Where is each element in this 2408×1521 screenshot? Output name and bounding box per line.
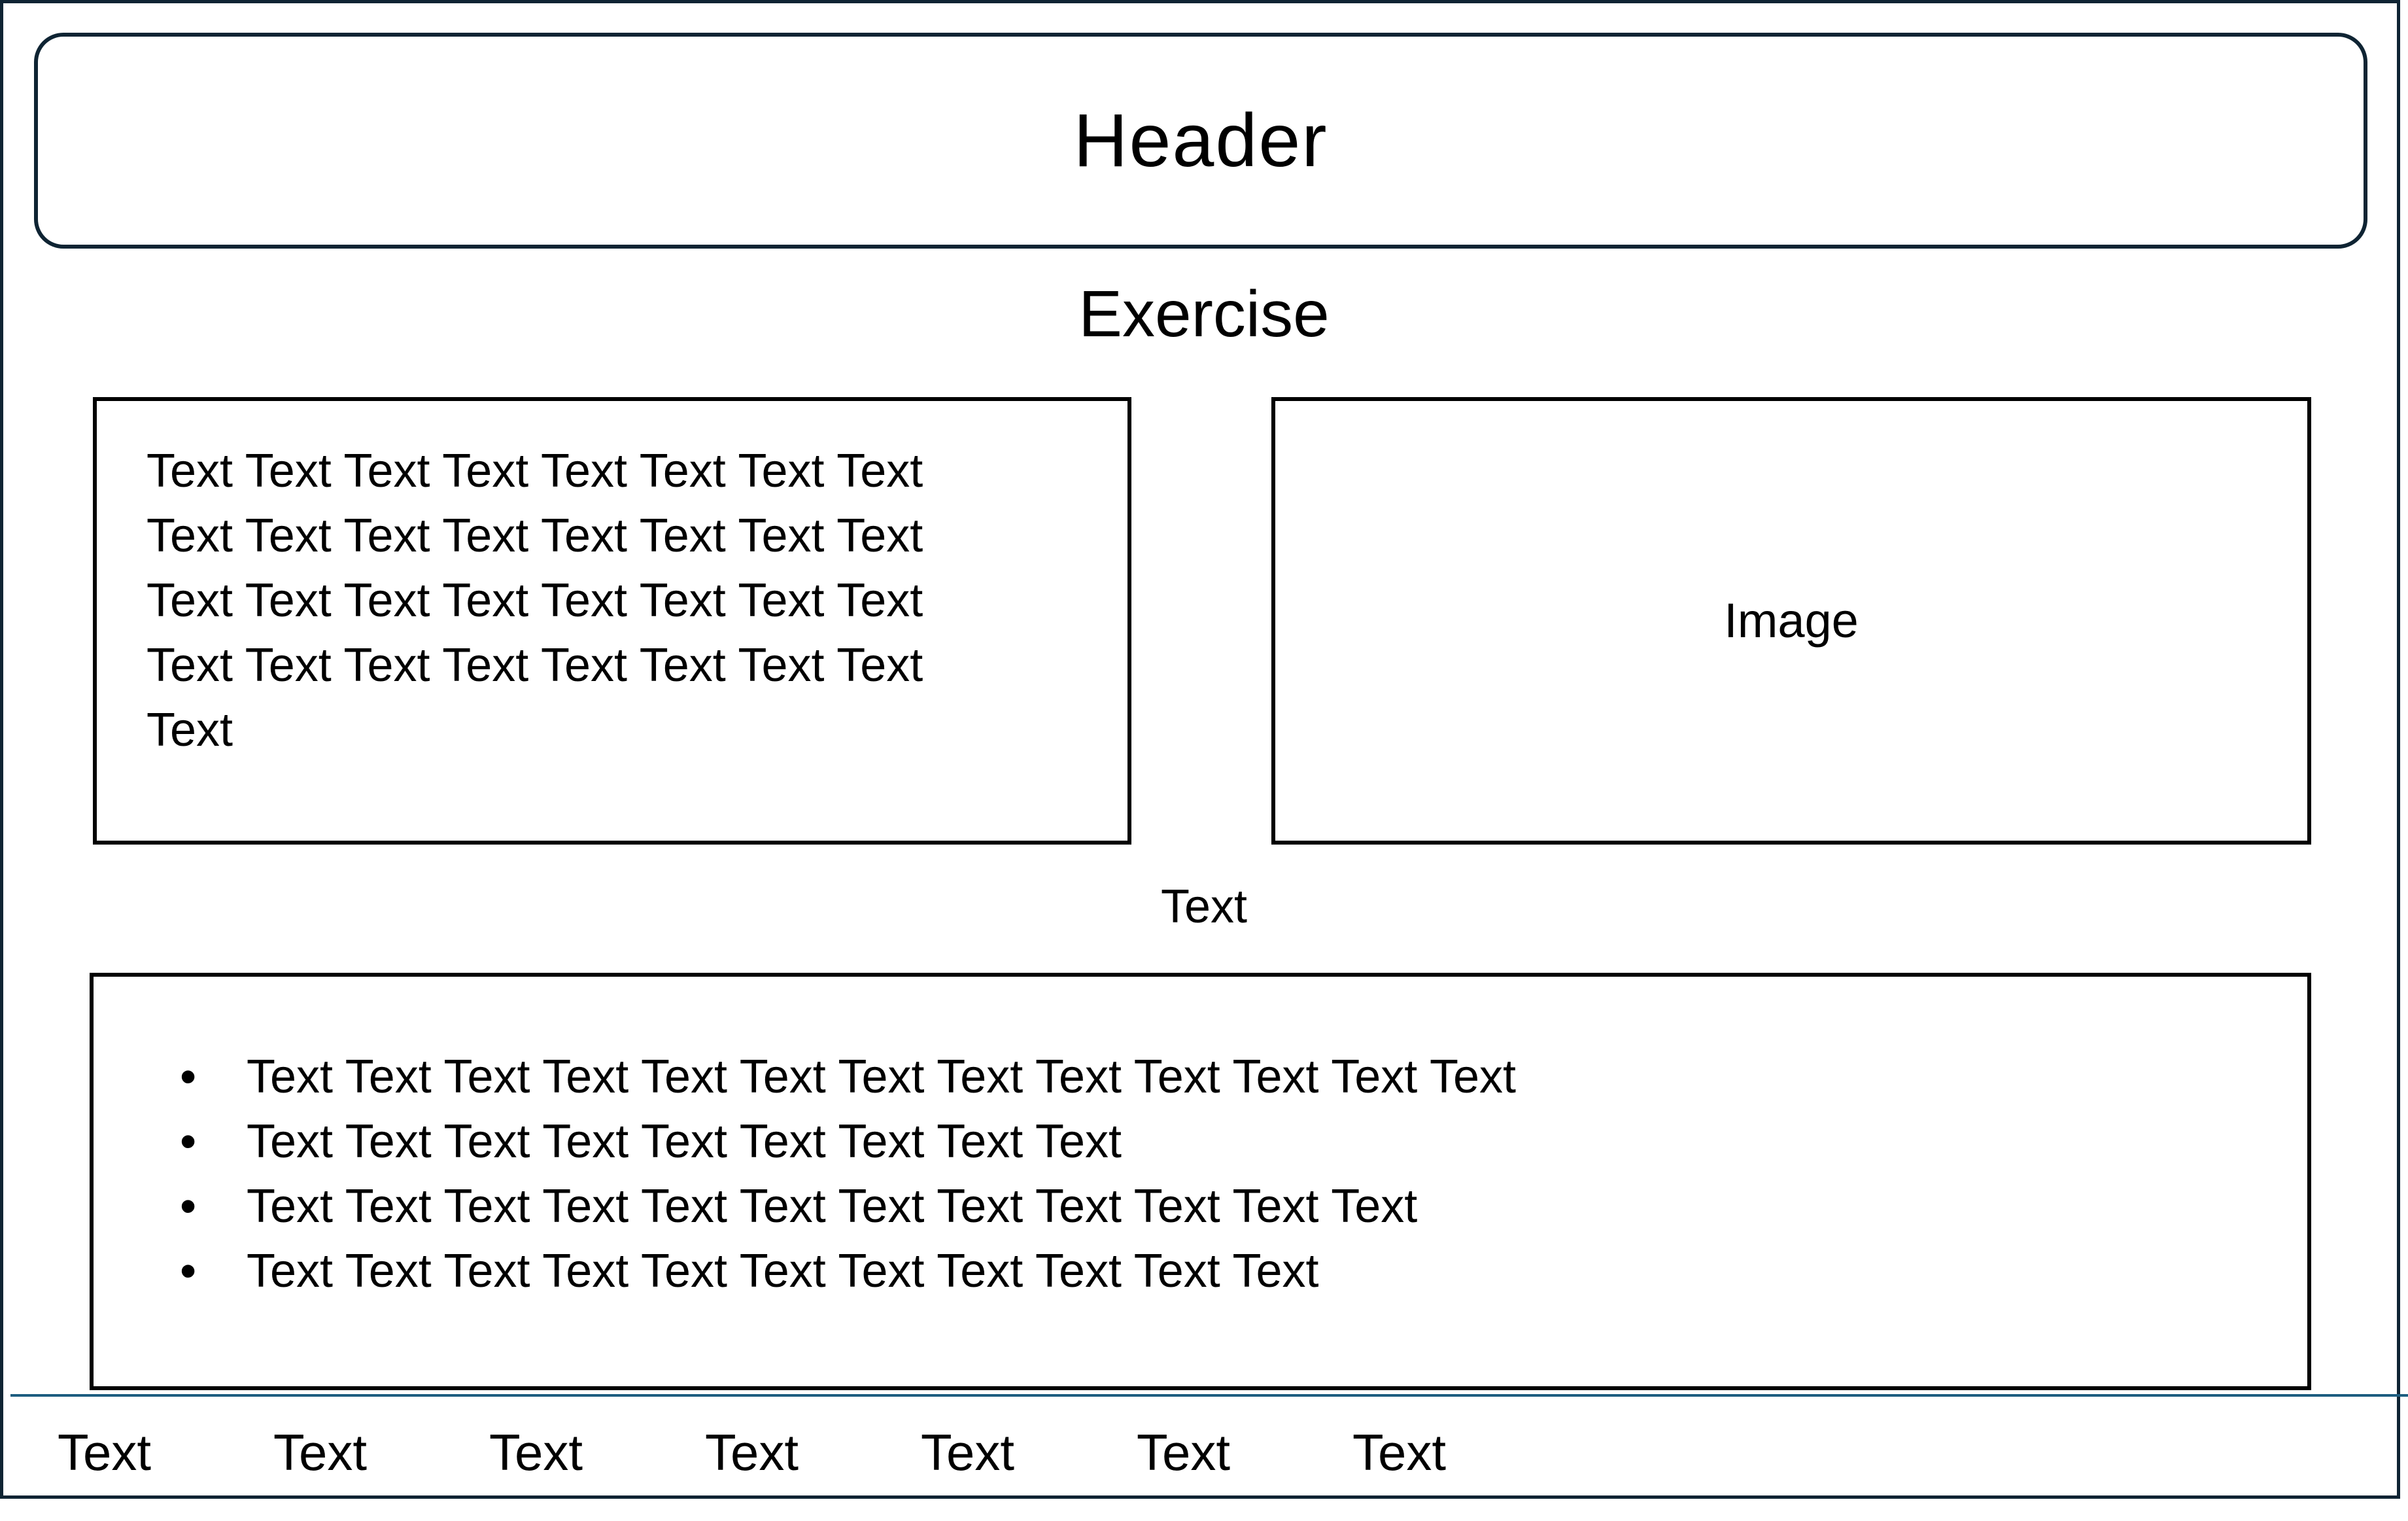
- exercise-title: Exercise: [1078, 277, 1330, 351]
- footer-divider: [10, 1394, 2408, 1397]
- image-label: Image: [1724, 593, 1859, 648]
- footer-nav-item[interactable]: Text: [921, 1424, 1015, 1481]
- bullet-icon: •: [180, 1245, 197, 1297]
- bullet-icon: •: [180, 1115, 197, 1168]
- text-panel-line: Text Text Text Text Text Text Text Text: [146, 639, 923, 691]
- list-item: • Text Text Text Text Text Text Text Text…: [94, 1174, 2281, 1239]
- list-item: • Text Text Text Text Text Text Text Text…: [94, 1239, 2281, 1304]
- list-item-text: Text Text Text Text Text Text Text Text …: [247, 1180, 1418, 1233]
- header: Header: [34, 33, 2367, 249]
- footer-nav-item[interactable]: Text: [705, 1424, 799, 1481]
- text-panel-line: Text: [146, 704, 233, 756]
- text-panel-line: Text Text Text Text Text Text Text Text: [146, 574, 923, 627]
- bullet-list-panel: • Text Text Text Text Text Text Text Text…: [90, 973, 2311, 1390]
- bullet-icon: •: [180, 1180, 197, 1233]
- bullet-list: • Text Text Text Text Text Text Text Text…: [94, 1045, 2281, 1304]
- middle-text: Text: [1160, 881, 1248, 933]
- list-item-text: Text Text Text Text Text Text Text Text …: [247, 1115, 1122, 1168]
- image-placeholder: Image: [1271, 397, 2311, 845]
- footer-nav-item[interactable]: Text: [1352, 1424, 1447, 1481]
- footer-nav-item[interactable]: Text: [273, 1424, 368, 1481]
- text-panel-line: Text Text Text Text Text Text Text Text: [146, 445, 923, 497]
- text-panel: Text Text Text Text Text Text Text Text …: [93, 397, 1131, 845]
- header-title: Header: [1073, 98, 1328, 183]
- list-item: • Text Text Text Text Text Text Text Text…: [94, 1110, 2281, 1174]
- list-item-text: Text Text Text Text Text Text Text Text …: [247, 1245, 1319, 1297]
- text-panel-paragraph: Text Text Text Text Text Text Text Text …: [146, 439, 971, 763]
- bullet-icon: •: [180, 1051, 197, 1103]
- list-item: • Text Text Text Text Text Text Text Text…: [94, 1045, 2281, 1110]
- footer-nav-item[interactable]: Text: [1137, 1424, 1231, 1481]
- list-item-text: Text Text Text Text Text Text Text Text …: [247, 1051, 1517, 1103]
- footer-nav-item[interactable]: Text: [489, 1424, 583, 1481]
- text-panel-line: Text Text Text Text Text Text Text Text: [146, 510, 923, 562]
- footer-nav-item[interactable]: Text: [58, 1424, 152, 1481]
